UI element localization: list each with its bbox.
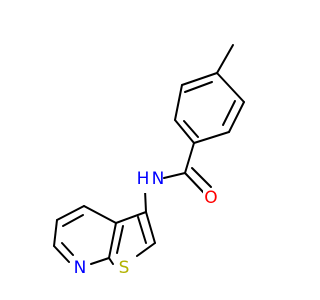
bond-c4-c5-inner <box>62 214 84 227</box>
pyridine-ring <box>53 205 117 265</box>
bond-carbonyl-n <box>163 172 186 179</box>
bond-ring-a5-inner <box>222 100 236 126</box>
bond-c2-s <box>136 242 156 257</box>
bond-methyl <box>216 44 234 74</box>
bond-ring-a5 <box>228 101 245 133</box>
bond-n7-c7a <box>90 257 110 265</box>
bond-ring-a4 <box>193 131 230 144</box>
amide-h-label: H <box>137 169 150 189</box>
label-bg-npy <box>72 260 89 278</box>
thiophene-ring <box>108 211 156 265</box>
molecule-canvas: N H O N S <box>53 44 245 278</box>
toluene-ring <box>174 72 245 144</box>
bond-c6-n7-inner <box>61 242 74 256</box>
atom-labels: N H O N S <box>72 165 220 278</box>
bond-c3a-c4 <box>83 205 117 224</box>
bond-c6-n7 <box>53 245 70 263</box>
structure-diagram: N H O N S <box>53 44 245 278</box>
amide-n-label: N <box>152 169 165 189</box>
bond-c5-c6 <box>53 219 58 247</box>
label-bg-s <box>114 258 131 276</box>
bond-carbonyl-o1 <box>184 172 205 194</box>
bond-c7a-c3a-inner <box>116 225 124 254</box>
bond-carbonyl-o2 <box>191 167 212 188</box>
bond-ring-a3-inner <box>183 120 199 138</box>
bond-c3-c3a <box>115 211 147 224</box>
bond-ring-a1 <box>181 72 218 86</box>
pyridine-n-label: N <box>74 258 87 278</box>
label-bg-nh <box>134 165 162 193</box>
bond-ring-a2 <box>174 84 183 121</box>
bond-s-c7a <box>108 257 114 265</box>
bond-c7a-c3a <box>108 222 117 259</box>
bond-ring-carbonyl <box>184 142 195 174</box>
bond-ring-a3 <box>174 119 195 144</box>
bond-c3-c2 <box>145 211 156 244</box>
label-bg-o <box>203 188 220 208</box>
bond-ring-a6 <box>216 72 245 103</box>
bond-n-c3 <box>144 189 147 213</box>
carbonyl-o-label: O <box>204 188 217 208</box>
thiophene-s-label: S <box>119 258 130 278</box>
bond-ring-a1-inner <box>184 81 213 93</box>
bond-c4-c5 <box>56 205 85 221</box>
bond-c3-c2-inner <box>137 216 147 244</box>
